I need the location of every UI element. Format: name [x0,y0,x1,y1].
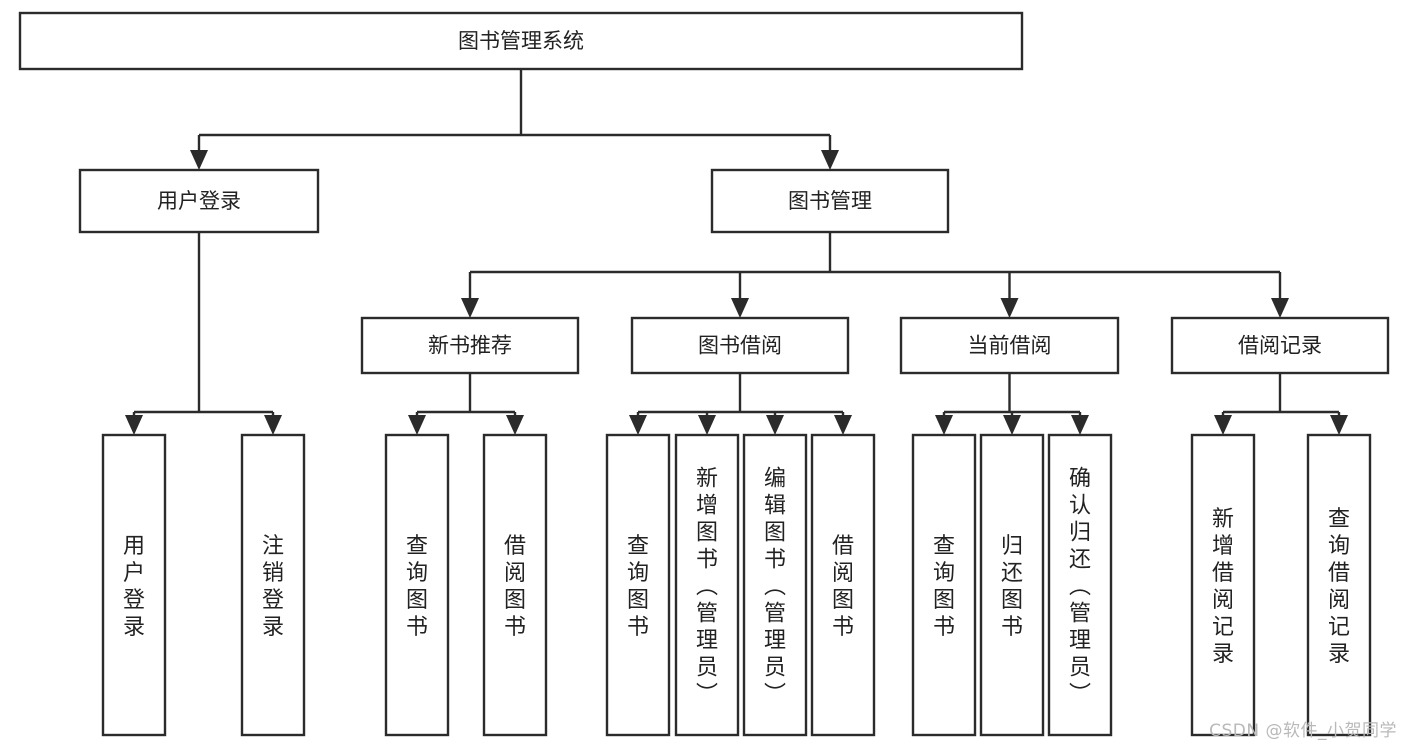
node-box-leaf-query-book-borrow [605,433,671,737]
arrow-head-book-management [821,150,839,170]
arrow-head-current-borrow [1000,298,1019,318]
node-leaf-user-login[interactable]: 用户登录 [101,433,167,737]
arrow-head-leaf-borrow-book [834,415,852,435]
node-leaf-add-record[interactable]: 新增借阅记录 [1190,433,1256,737]
arrow-head-leaf-confirm-return [1071,415,1089,435]
node-box-leaf-query-book-rec [384,433,450,737]
arrow-head-leaf-query-book-rec [408,415,426,435]
node-leaf-confirm-return[interactable]: 确认归还︵管理员︶ [1047,433,1113,737]
node-box-leaf-query-record [1306,433,1372,737]
node-leaf-borrow-book-rec[interactable]: 借阅图书 [482,433,548,737]
arrow-head-borrow-record [1271,298,1289,318]
node-leaf-query-book-current[interactable]: 查询图书 [911,433,977,737]
node-label-leaf-add-record: 新增借阅记录 [1212,507,1234,667]
node-box-leaf-add-book [674,433,740,737]
node-box-leaf-borrow-book-rec [482,433,548,737]
node-label-book-management: 图书管理 [788,189,872,213]
arrow-head-leaf-query-book-current [935,415,953,435]
nodes-layer: 用户登录图书管理新书推荐图书借阅当前借阅借阅记录用户登录注销登录查询图书借阅图书… [18,11,1390,737]
node-label-leaf-borrow-book: 借阅图书 [832,534,854,640]
node-box-leaf-confirm-return [1047,433,1113,737]
arrow-head-leaf-return-book [1003,415,1021,435]
arrow-head-new-book-recommend [461,298,479,318]
connectors-layer [125,69,1348,435]
arrow-head-leaf-query-book-borrow [629,415,647,435]
node-box-borrow-record [1170,316,1390,375]
node-box-leaf-logout [240,433,306,737]
node-label-borrow-record: 借阅记录 [1238,334,1322,358]
node-leaf-add-book[interactable]: 新增图书︵管理员︶ [674,433,740,737]
arrow-head-leaf-user-login [125,415,143,435]
node-box-leaf-user-login [101,433,167,737]
node-label-new-book-recommend: 新书推荐 [428,334,512,358]
node-borrow-record[interactable]: 借阅记录 [1170,316,1390,375]
arrow-head-leaf-query-record [1330,415,1348,435]
arrow-head-leaf-add-book [698,415,716,435]
node-box-leaf-return-book [979,433,1045,737]
node-current-borrow[interactable]: 当前借阅 [899,316,1120,375]
node-root[interactable]: 图书管理系统 [18,11,1024,71]
node-box-current-borrow [899,316,1120,375]
node-label-leaf-borrow-book-rec: 借阅图书 [504,534,526,640]
arrow-head-user-login [190,150,208,170]
node-label-leaf-query-book-borrow: 查询图书 [627,534,649,640]
arrow-head-book-borrow [731,298,749,318]
node-label-root: 图书管理系统 [458,29,584,53]
node-label-leaf-edit-book: 编辑图书︵管理员︶ [764,467,786,708]
node-leaf-query-book-borrow[interactable]: 查询图书 [605,433,671,737]
node-leaf-query-book-rec[interactable]: 查询图书 [384,433,450,737]
node-box-leaf-query-book-current [911,433,977,737]
node-label-leaf-user-login: 用户登录 [123,534,145,640]
node-new-book-recommend[interactable]: 新书推荐 [360,316,580,375]
node-label-leaf-query-book-rec: 查询图书 [406,534,428,640]
node-leaf-edit-book[interactable]: 编辑图书︵管理员︶ [742,433,808,737]
node-box-user-login [78,168,320,234]
node-box-root [18,11,1024,71]
node-box-leaf-edit-book [742,433,808,737]
node-label-leaf-return-book: 归还图书 [1001,534,1023,640]
node-box-book-management [710,168,950,234]
node-label-leaf-confirm-return: 确认归还︵管理员︶ [1069,467,1091,708]
node-book-management[interactable]: 图书管理 [710,168,950,234]
node-leaf-return-book[interactable]: 归还图书 [979,433,1045,737]
arrow-head-leaf-add-record [1214,415,1232,435]
node-book-borrow[interactable]: 图书借阅 [630,316,850,375]
node-box-new-book-recommend [360,316,580,375]
node-label-leaf-add-book: 新增图书︵管理员︶ [696,467,718,708]
node-label-leaf-query-book-current: 查询图书 [933,534,955,640]
node-box-leaf-add-record [1190,433,1256,737]
csdn-watermark: CSDN @软件_小贺同学 [1209,721,1397,741]
node-label-book-borrow: 图书借阅 [698,334,782,358]
node-label-user-login: 用户登录 [157,189,241,213]
node-label-leaf-query-record: 查询借阅记录 [1328,507,1350,667]
node-leaf-borrow-book[interactable]: 借阅图书 [810,433,876,737]
node-leaf-query-record[interactable]: 查询借阅记录 [1306,433,1372,737]
arrow-head-leaf-edit-book [766,415,784,435]
node-label-leaf-logout: 注销登录 [262,534,284,640]
node-label-current-borrow: 当前借阅 [968,334,1052,358]
node-leaf-logout[interactable]: 注销登录 [240,433,306,737]
node-user-login[interactable]: 用户登录 [78,168,320,234]
node-box-leaf-borrow-book [810,433,876,737]
arrow-head-leaf-borrow-book-rec [506,415,524,435]
node-box-book-borrow [630,316,850,375]
arrow-head-leaf-logout [264,415,282,435]
